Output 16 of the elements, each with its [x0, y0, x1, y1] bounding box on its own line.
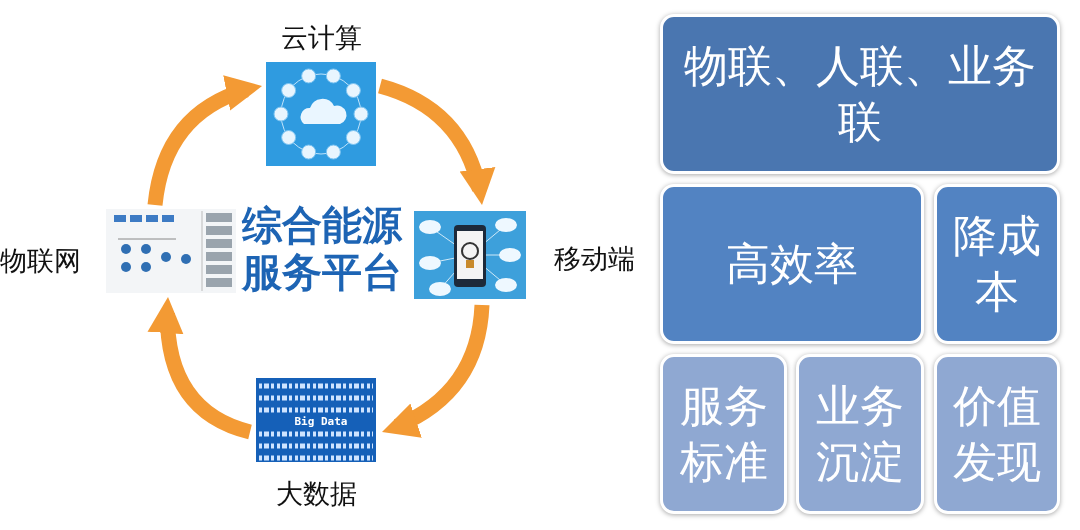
node-label: 物联网	[0, 244, 82, 278]
text-panel: 业务沉淀	[796, 354, 924, 514]
curved-arrow	[147, 76, 264, 207]
text-panel: 降成本	[934, 184, 1060, 344]
curved-arrow	[379, 304, 490, 440]
curved-arrow	[377, 78, 494, 207]
node-label: 大数据	[274, 477, 358, 511]
text-panel: 物联、人联、业务联	[660, 14, 1060, 174]
picture-caption: Big Data	[293, 415, 349, 428]
text-panel: 高效率	[660, 184, 924, 344]
node-label: 移动端	[554, 242, 636, 276]
platform-title: 综合能源服务平台	[242, 202, 404, 296]
text-panel: 价值发现	[934, 354, 1060, 514]
curved-arrow	[148, 296, 253, 440]
text-panel: 服务标准	[660, 354, 787, 514]
node-label: 云计算	[279, 21, 363, 55]
